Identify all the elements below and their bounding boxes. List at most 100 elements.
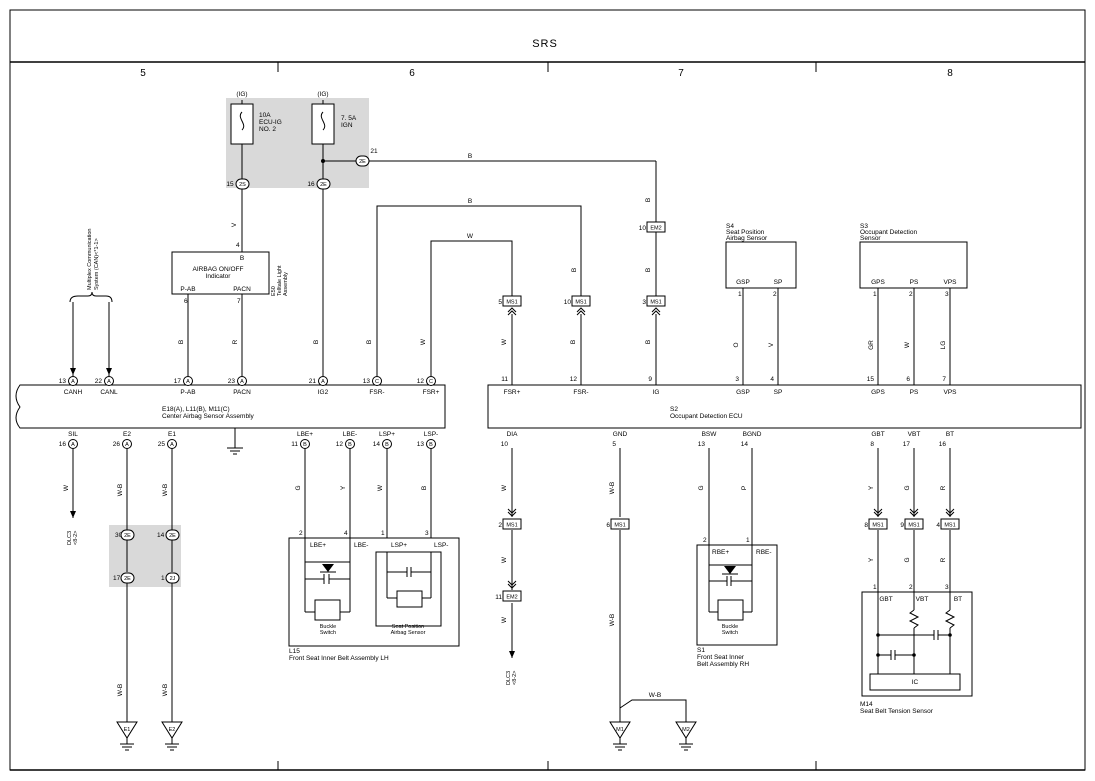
svg-text:PACN: PACN: [233, 286, 251, 293]
ground-e1-icon: [116, 721, 138, 751]
ecu-bottom-pin-num: 5: [612, 441, 616, 448]
ground-e1-label: E1: [124, 727, 131, 733]
fuse2-box: [311, 103, 335, 145]
ground-m1-icon: [609, 721, 631, 751]
center-bottom-pin-num: 13: [417, 441, 425, 448]
svg-text:Y: Y: [868, 557, 875, 562]
fuse2-pin: 16: [307, 181, 315, 188]
svg-text:PS: PS: [910, 279, 919, 286]
center-bottom-pin-num: 26: [113, 441, 121, 448]
svg-text:1: 1: [381, 530, 385, 537]
svg-text:P: P: [741, 486, 748, 490]
svg-text:W-B: W-B: [649, 692, 662, 699]
svg-text:MS1: MS1: [506, 523, 517, 529]
s1-ref: S1: [697, 647, 705, 654]
center-bottom-pin-conn: A: [170, 442, 174, 448]
svg-text:W: W: [501, 556, 508, 563]
svg-text:R: R: [232, 339, 239, 344]
section-6: 6: [409, 68, 415, 79]
dlc3-2: DLC3: [506, 671, 512, 685]
svg-text:W-B: W-B: [609, 482, 616, 495]
center-bottom-pin-label: LBE-: [343, 431, 357, 438]
svg-text:1: 1: [746, 537, 750, 544]
center-bottom-pin-num: 12: [336, 441, 344, 448]
l15-seat-position-sensor: [375, 551, 442, 627]
ecu-bottom-pin-label: BGND: [743, 431, 762, 438]
ecu-top-pin-label: GSP: [736, 389, 750, 396]
l15-ref: L15: [289, 648, 300, 655]
svg-text:2: 2: [498, 522, 502, 529]
svg-text:R: R: [940, 485, 947, 490]
center-bottom-pin-label: LSP-: [424, 431, 438, 438]
inline-connector: 5 MS1: [498, 295, 522, 316]
svg-text:GPS: GPS: [871, 279, 885, 286]
svg-text:Center Airbag Sensor Assembly: Center Airbag Sensor Assembly: [162, 413, 255, 420]
svg-text:B: B: [421, 486, 428, 490]
svg-text:MS1: MS1: [575, 300, 586, 306]
svg-text:Y: Y: [340, 485, 347, 490]
center-bottom-pin-conn: B: [385, 442, 389, 448]
svg-text:EM2: EM2: [650, 226, 661, 232]
center-top-pin-conn: C: [429, 379, 433, 385]
svg-text:2E: 2E: [124, 576, 131, 582]
svg-text:Switch: Switch: [320, 630, 336, 636]
svg-text:MS1: MS1: [506, 300, 517, 306]
svg-text:4: 4: [936, 522, 940, 529]
m14-name: Seat Belt Tension Sensor: [860, 708, 934, 715]
center-top-pin-conn: C: [375, 379, 379, 385]
svg-text:2S: 2S: [239, 182, 246, 188]
svg-text:Sensor: Sensor: [860, 235, 881, 242]
svg-text:Switch: Switch: [722, 630, 738, 636]
svg-text:<8-2>: <8-2>: [73, 531, 79, 545]
svg-text:W-B: W-B: [117, 684, 124, 697]
svg-text:W: W: [501, 616, 508, 623]
svg-text:O: O: [733, 342, 740, 347]
svg-text:6: 6: [184, 298, 188, 305]
center-top-pin-conn: A: [321, 379, 325, 385]
l15-name: Front Seat Inner Belt Assembly LH: [289, 655, 389, 662]
svg-text:Indicator: Indicator: [206, 273, 232, 280]
svg-text:Buckle: Buckle: [320, 624, 337, 630]
svg-text:5: 5: [498, 299, 502, 306]
svg-text:System (CAN)<*1-1>: System (CAN)<*1-1>: [94, 238, 100, 290]
junction-b-pin2: 1: [161, 575, 165, 582]
center-top-pin-conn: A: [186, 379, 190, 385]
svg-text:2J: 2J: [170, 576, 176, 582]
svg-text:B: B: [313, 340, 320, 344]
svg-text:MS1: MS1: [944, 523, 955, 529]
center-bottom-pin-conn: A: [125, 442, 129, 448]
center-bottom-pin-label: E2: [123, 431, 131, 438]
svg-text:2E: 2E: [320, 182, 327, 188]
center-top-connector: [372, 376, 382, 386]
ground-m2-label: M2: [682, 727, 690, 733]
ecu-bottom-pin-num: 14: [741, 441, 749, 448]
center-bottom-pin-conn: B: [429, 442, 433, 448]
center-bottom-pin-label: E1: [168, 431, 176, 438]
svg-text:V: V: [231, 222, 238, 227]
svg-text:1: 1: [873, 584, 877, 591]
wire-color-B-1: B: [468, 153, 472, 160]
s4-seat-position-sensor-box: [725, 241, 797, 289]
fuse2-name: IGN: [341, 122, 353, 129]
center-bottom-pin-label: LSP+: [379, 431, 395, 438]
svg-text:W-B: W-B: [117, 484, 124, 497]
center-bottom-pin-label: LBE+: [297, 431, 313, 438]
svg-text:LG: LG: [940, 341, 947, 350]
svg-text:3: 3: [945, 584, 949, 591]
ecu-top-pin-label: SP: [774, 389, 783, 396]
ground-e2-label: E2: [169, 727, 176, 733]
center-top-pin-num: 21: [309, 378, 317, 385]
center-top-pin-num: 13: [363, 378, 371, 385]
svg-text:3: 3: [945, 291, 949, 298]
indicator-ref: E50: [271, 286, 277, 296]
svg-text:W: W: [377, 484, 384, 491]
svg-text:10: 10: [564, 299, 572, 306]
ecu-top-pin-num: 12: [570, 376, 578, 383]
svg-text:4: 4: [344, 530, 348, 537]
